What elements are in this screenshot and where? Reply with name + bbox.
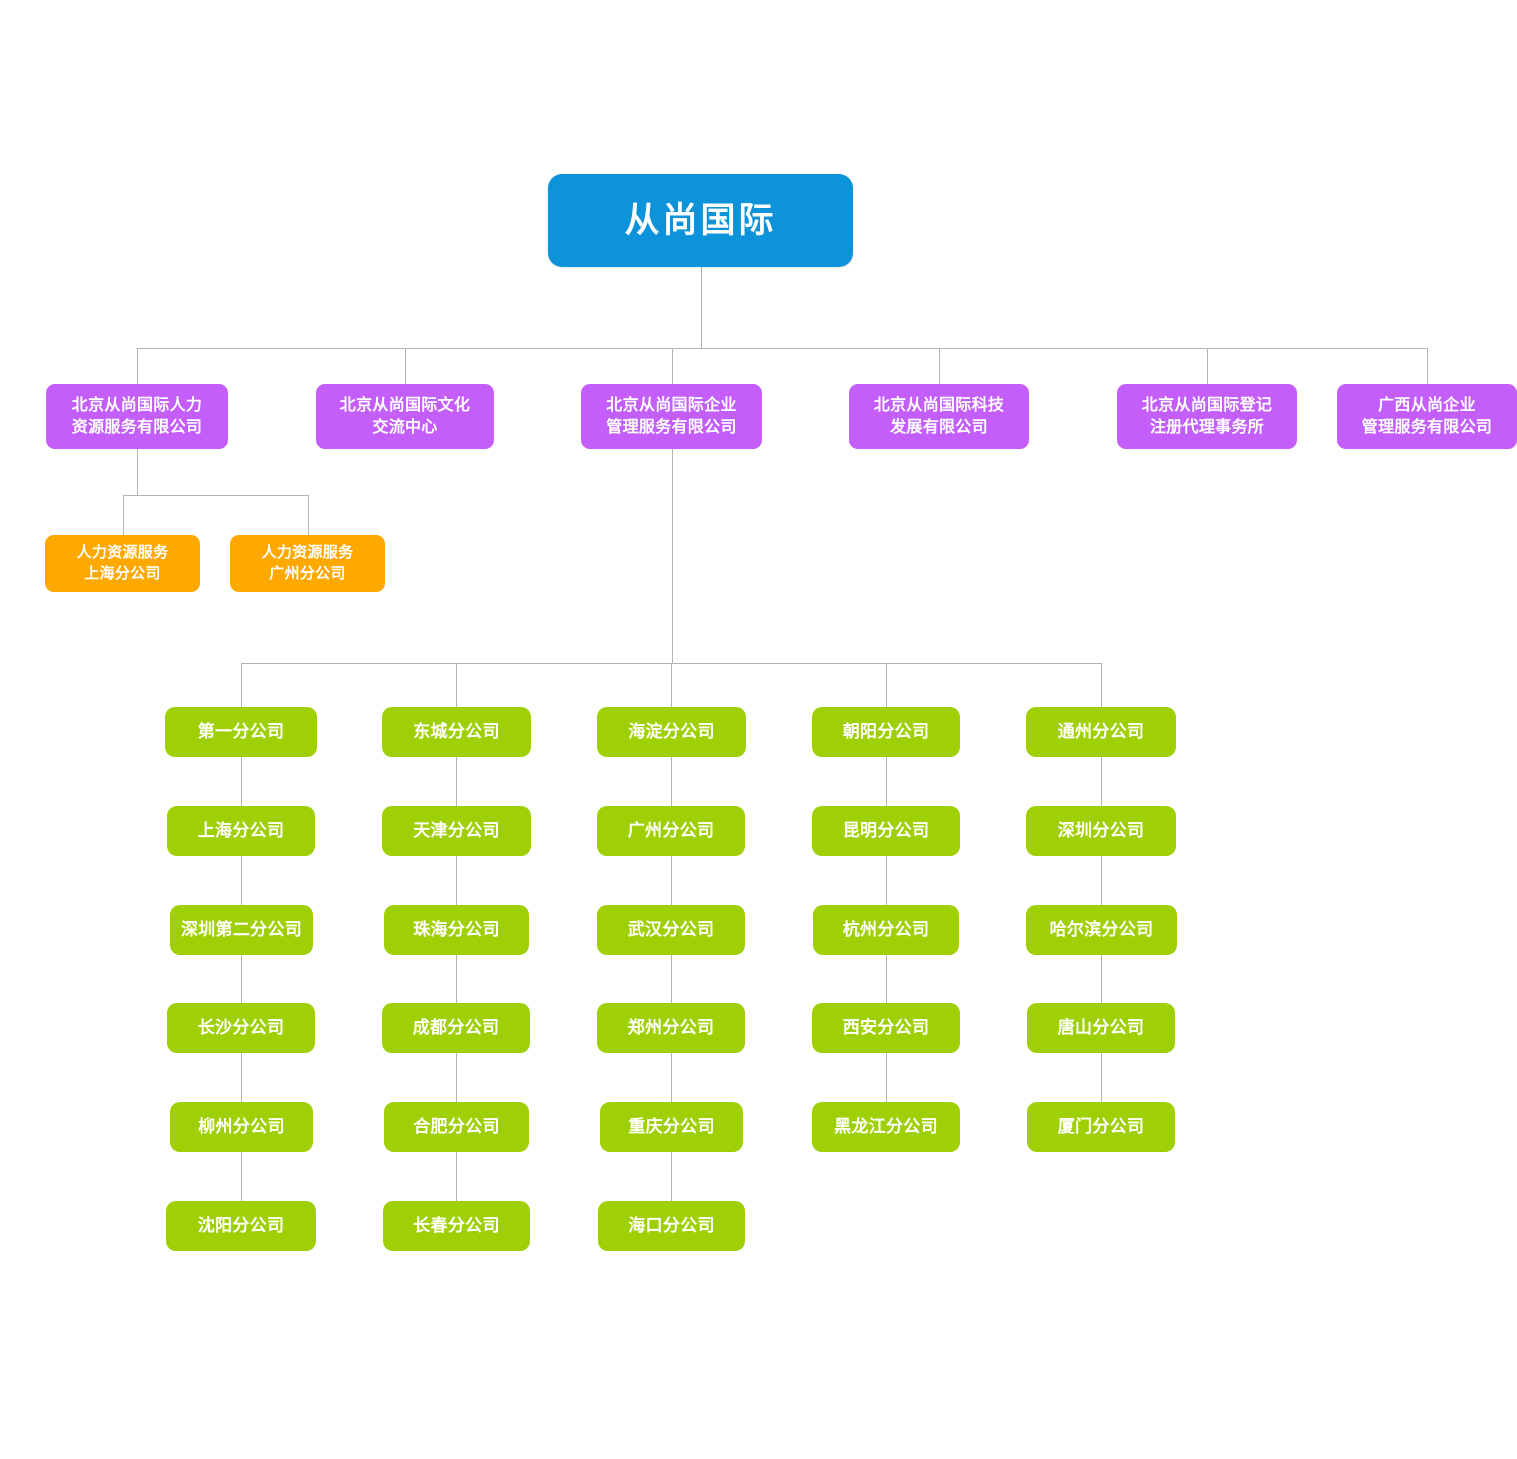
regional-node-c3-r1[interactable]: 昆明分公司 (812, 806, 960, 856)
connector-regional-parent-down (671, 449, 673, 663)
connector-subsidiary-drop-4 (1207, 348, 1208, 384)
connector-regional-spine-4 (1101, 663, 1102, 1102)
regional-node-c1-r5[interactable]: 长春分公司 (383, 1201, 530, 1251)
connector-hr-drop-0 (122, 495, 124, 535)
regional-node-c3-r3[interactable]: 西安分公司 (812, 1003, 960, 1053)
connector-hr-parent-down (137, 449, 138, 495)
regional-node-c4-r3[interactable]: 唐山分公司 (1027, 1003, 1175, 1053)
connector-hr-drop-1 (307, 495, 309, 535)
regional-node-c4-r0[interactable]: 通州分公司 (1026, 707, 1176, 757)
connector-subsidiary-bus (137, 348, 1427, 349)
connector-subsidiary-drop-2 (671, 348, 673, 384)
regional-node-c2-r1[interactable]: 广州分公司 (597, 806, 745, 856)
hr-branch-node-1[interactable]: 人力资源服务 广州分公司 (230, 535, 385, 592)
regional-node-c0-r1[interactable]: 上海分公司 (167, 806, 315, 856)
hr-branch-node-0[interactable]: 人力资源服务 上海分公司 (45, 535, 200, 592)
regional-node-c0-r5[interactable]: 沈阳分公司 (166, 1201, 316, 1251)
subsidiary-node-3[interactable]: 北京从尚国际科技 发展有限公司 (849, 384, 1029, 449)
regional-node-c0-r4[interactable]: 柳州分公司 (170, 1102, 313, 1152)
subsidiary-node-4[interactable]: 北京从尚国际登记 注册代理事务所 (1117, 384, 1297, 449)
regional-node-c0-r0[interactable]: 第一分公司 (165, 707, 317, 757)
connector-hr-bus (122, 495, 308, 496)
regional-node-c0-r2[interactable]: 深圳第二分公司 (170, 905, 313, 955)
regional-node-c1-r1[interactable]: 天津分公司 (382, 806, 531, 856)
regional-node-c3-r0[interactable]: 朝阳分公司 (812, 707, 960, 757)
regional-node-c1-r4[interactable]: 合肥分公司 (384, 1102, 529, 1152)
connector-subsidiary-drop-5 (1427, 348, 1428, 384)
subsidiary-node-5[interactable]: 广西从尚企业 管理服务有限公司 (1337, 384, 1517, 449)
subsidiary-node-1[interactable]: 北京从尚国际文化 交流中心 (316, 384, 494, 449)
regional-node-c0-r3[interactable]: 长沙分公司 (167, 1003, 315, 1053)
regional-node-c1-r0[interactable]: 东城分公司 (382, 707, 531, 757)
connector-root-down (700, 267, 702, 348)
regional-node-c4-r1[interactable]: 深圳分公司 (1026, 806, 1176, 856)
regional-node-c4-r4[interactable]: 厦门分公司 (1027, 1102, 1175, 1152)
connector-subsidiary-drop-0 (137, 348, 138, 384)
connector-subsidiary-drop-3 (939, 348, 940, 384)
regional-node-c2-r2[interactable]: 武汉分公司 (597, 905, 745, 955)
subsidiary-node-2[interactable]: 北京从尚国际企业 管理服务有限公司 (581, 384, 762, 449)
regional-node-c2-r0[interactable]: 海淀分公司 (597, 707, 746, 757)
regional-node-c1-r3[interactable]: 成都分公司 (382, 1003, 530, 1053)
subsidiary-node-0[interactable]: 北京从尚国际人力 资源服务有限公司 (46, 384, 228, 449)
regional-node-c1-r2[interactable]: 珠海分公司 (384, 905, 529, 955)
connector-regional-spine-3 (886, 663, 887, 1102)
regional-node-c2-r4[interactable]: 重庆分公司 (600, 1102, 743, 1152)
regional-node-c3-r2[interactable]: 杭州分公司 (813, 905, 959, 955)
regional-node-c2-r5[interactable]: 海口分公司 (598, 1201, 745, 1251)
root-node-congshang-international[interactable]: 从尚国际 (548, 174, 853, 267)
connector-subsidiary-drop-1 (405, 348, 406, 384)
regional-node-c3-r4[interactable]: 黑龙江分公司 (812, 1102, 960, 1152)
regional-node-c4-r2[interactable]: 哈尔滨分公司 (1026, 905, 1177, 955)
regional-node-c2-r3[interactable]: 郑州分公司 (597, 1003, 745, 1053)
